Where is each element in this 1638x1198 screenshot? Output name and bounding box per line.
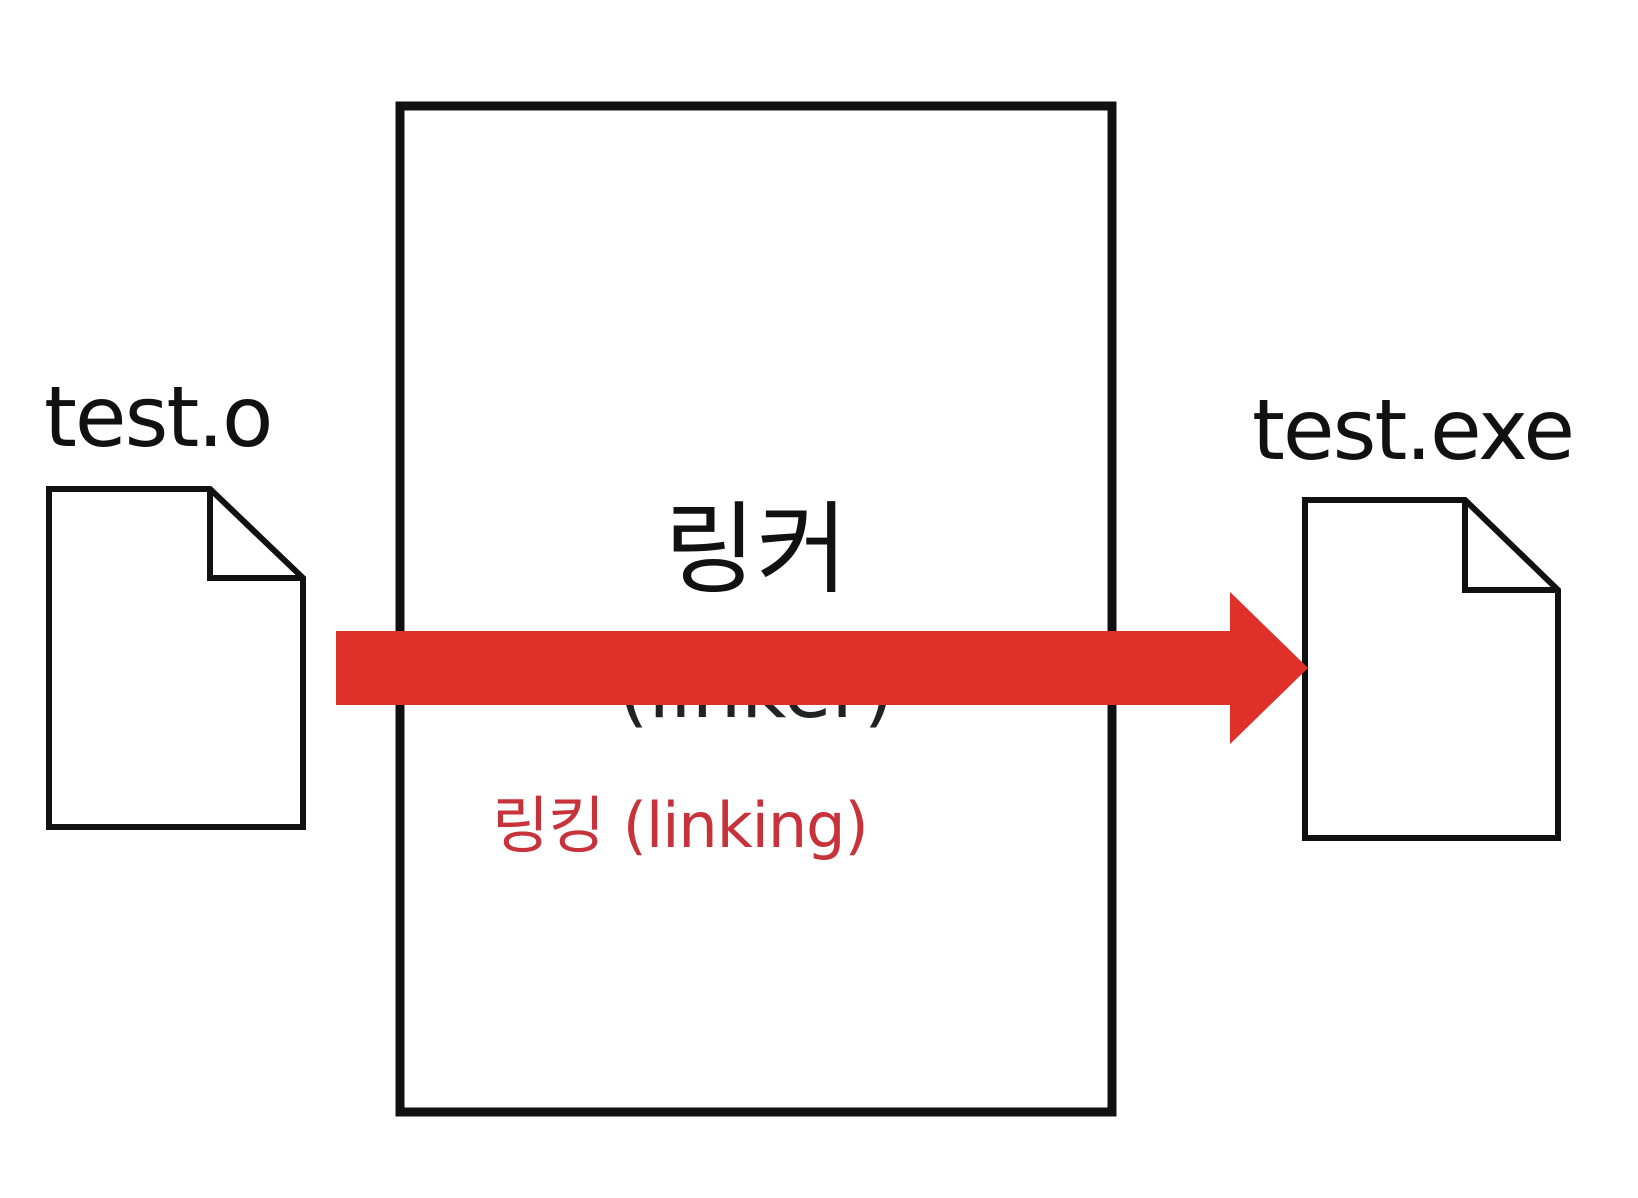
linker-subtitle: (linker) <box>617 646 895 736</box>
linker-title: 링커 <box>664 491 848 608</box>
linker-box <box>395 101 1117 1117</box>
linking-process-label: 링킹 (linking) <box>492 789 869 862</box>
input-file-label: test.o <box>44 368 273 466</box>
output-file-document-icon <box>1302 497 1561 841</box>
output-file-label: test.exe <box>1252 381 1575 479</box>
input-file-document-icon <box>46 486 306 830</box>
